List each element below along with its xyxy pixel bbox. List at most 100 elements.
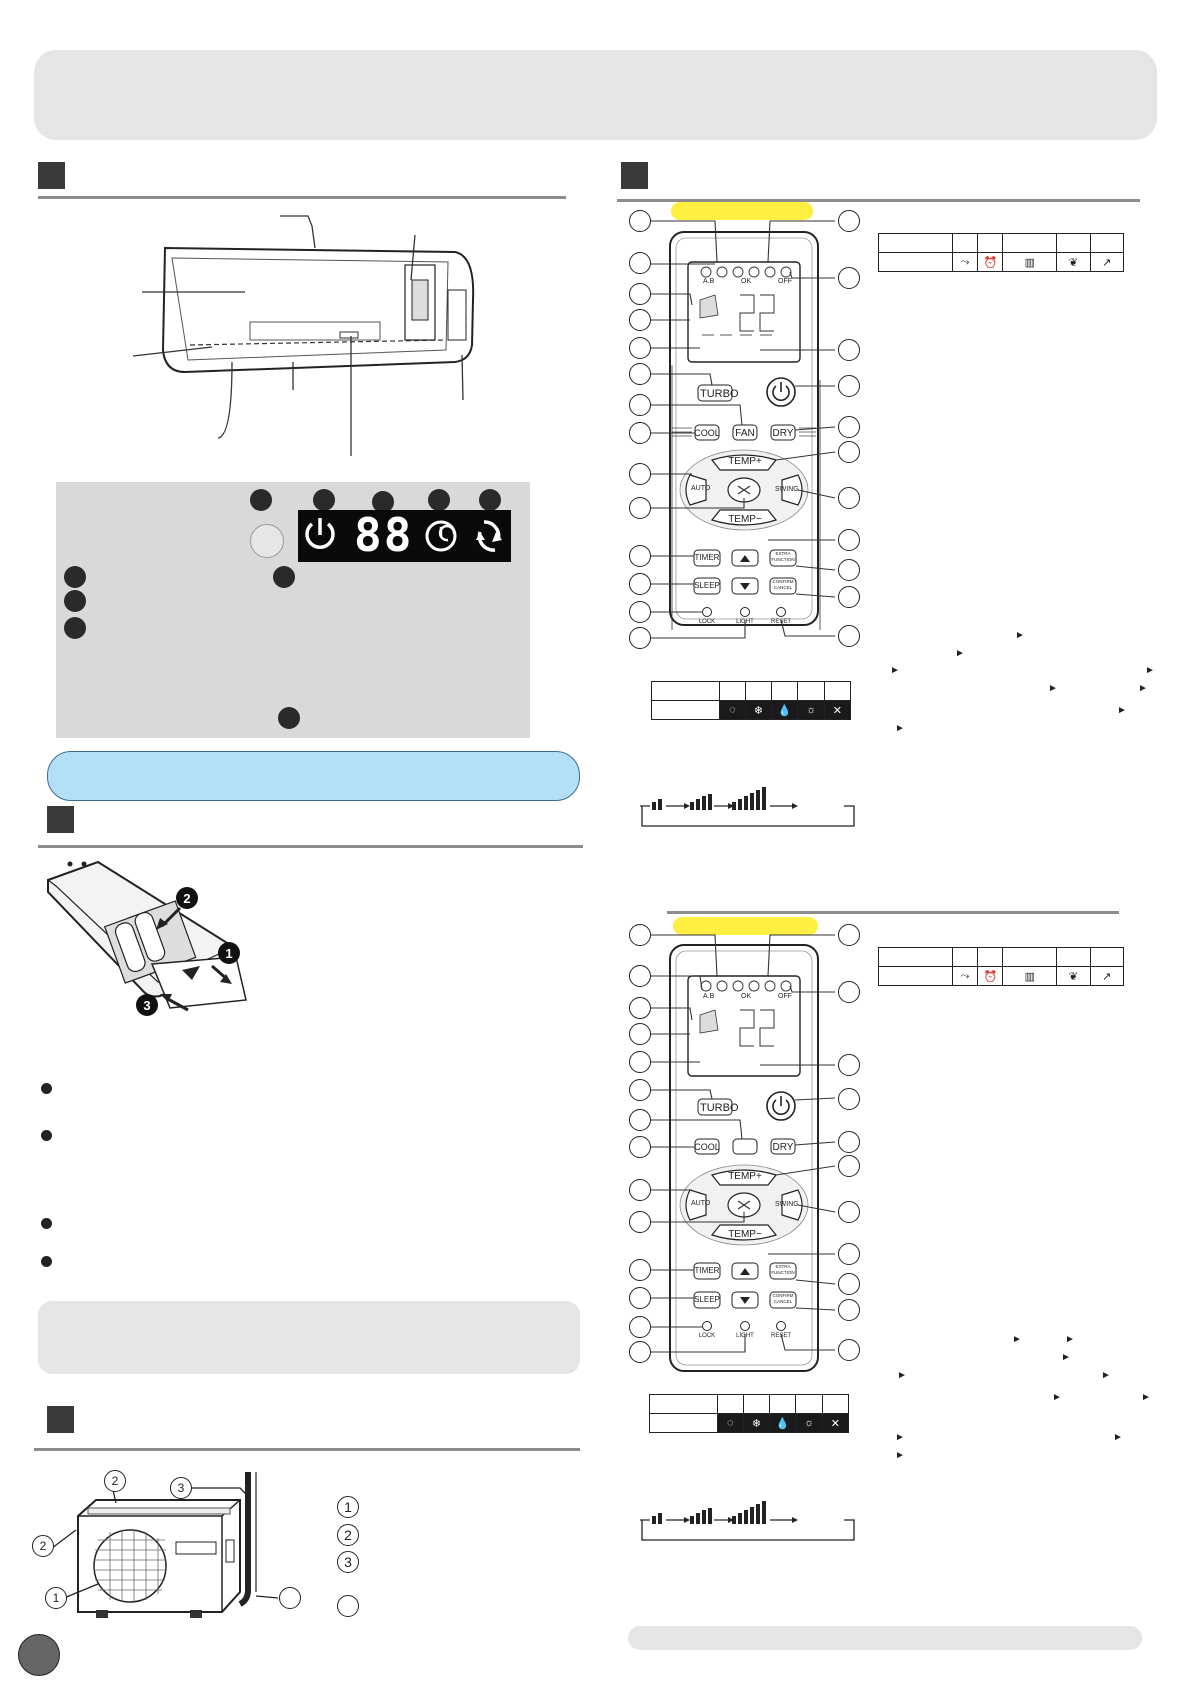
lcd-label: OFF	[778, 278, 792, 285]
arrow-icon: ►	[1113, 1432, 1123, 1443]
sleep-button[interactable]: SLEEP	[694, 1295, 720, 1304]
clock-icon: ⏰	[977, 966, 1004, 986]
callout-circle	[629, 1179, 651, 1201]
cool-button[interactable]: COOL	[694, 1142, 720, 1152]
timer-button[interactable]: TIMER	[694, 553, 720, 562]
swing-button[interactable]: SWING	[775, 486, 799, 493]
swing-icon: ↗	[1089, 252, 1125, 272]
reset-button[interactable]: RESET	[770, 1333, 791, 1339]
legend-marker-dot	[64, 566, 86, 588]
temp-plus-button[interactable]: TEMP+	[728, 456, 762, 467]
blank-button[interactable]	[733, 1139, 757, 1154]
heat-mode-icon: ☼	[795, 1413, 823, 1433]
function-icon-table: ⤳ ⏰ ▥ ❦ ↗	[878, 947, 1125, 986]
heat-mode-icon: ☼	[797, 700, 825, 720]
light-button[interactable]: LIGHT	[736, 1333, 754, 1339]
heater-icon: ▥	[1002, 252, 1058, 272]
callout-circle	[629, 210, 651, 232]
reset-button[interactable]: RESET	[770, 619, 791, 625]
arrow-icon: ►	[1138, 683, 1148, 694]
temp-plus-label: TEMP	[728, 456, 756, 467]
section-marker-outdoor	[47, 1406, 74, 1433]
cycle-icon	[476, 520, 502, 552]
arrow-icon: ►	[895, 1432, 905, 1443]
callout-circle	[629, 394, 651, 416]
arrow-icon: ►	[1117, 705, 1127, 716]
auto-button[interactable]: AUTO	[691, 485, 711, 492]
swing-button[interactable]: SWING	[775, 1201, 799, 1208]
callout-circle	[838, 981, 860, 1003]
turbo-button[interactable]: TURBO	[700, 388, 739, 400]
callout-circle	[629, 337, 651, 359]
section-marker-batteries	[47, 806, 74, 833]
note-bar	[47, 751, 580, 801]
callout-circle	[838, 1088, 860, 1110]
callout-circle	[629, 965, 651, 987]
timer-button[interactable]: TIMER	[694, 1266, 720, 1275]
temp-minus-button[interactable]: TEMP−	[728, 514, 762, 525]
callout-circle	[629, 1051, 651, 1073]
section-marker-remote	[621, 162, 648, 189]
arrow-icon: ►	[890, 665, 900, 676]
arrow-icon: ►	[1065, 1334, 1075, 1345]
lock-button[interactable]: LOCK	[698, 619, 716, 625]
turbo-icon: ⤳	[951, 966, 979, 986]
dry-button[interactable]: DRY	[772, 428, 794, 439]
legend-marker-dot	[64, 590, 86, 612]
fan-mode-icon: ✕	[823, 700, 852, 720]
svg-text:3: 3	[143, 998, 150, 1013]
header-banner	[34, 50, 1157, 140]
callout-circle	[838, 529, 860, 551]
callout-circle	[629, 1287, 651, 1309]
callout-circle	[629, 1316, 651, 1338]
note-box	[38, 1301, 580, 1374]
lcd-label: OK	[741, 278, 752, 285]
temp-minus-label: TEMP	[728, 1229, 756, 1240]
divider-rule	[667, 911, 1119, 914]
arrow-icon: ►	[1015, 630, 1025, 641]
bullet	[41, 1256, 52, 1267]
confirm-cancel-button[interactable]: CONFIRM CANCEL	[772, 1293, 794, 1304]
callout-circle	[629, 363, 651, 385]
cool-button[interactable]: COOL	[694, 428, 720, 438]
section-marker-indoor	[38, 162, 65, 189]
power-icon	[305, 518, 335, 549]
timer-icon	[425, 520, 457, 552]
arrow-icon: ►	[1052, 1392, 1062, 1403]
page-number-badge	[18, 1634, 60, 1676]
arrow-icon: ►	[1048, 683, 1058, 694]
legend-marker-dot	[273, 566, 295, 588]
cool-mode-icon: ❄	[742, 1413, 771, 1433]
arrow-icon: ►	[1101, 1370, 1111, 1381]
auto-button[interactable]: AUTO	[691, 1200, 711, 1207]
swing-icon: ↗	[1089, 966, 1125, 986]
section-rule-indoor	[38, 196, 566, 199]
callout-circle	[838, 1054, 860, 1076]
temp-minus-button[interactable]: TEMP−	[728, 1229, 762, 1240]
callout-circle	[838, 267, 860, 289]
dry-mode-icon: 💧	[771, 700, 799, 720]
sleep-button[interactable]: SLEEP	[694, 581, 720, 590]
extra-function-button[interactable]: EXTRA FUNCTION	[771, 1264, 795, 1275]
lock-button[interactable]: LOCK	[698, 1333, 716, 1339]
callout-circle	[629, 997, 651, 1019]
lcd-label: OK	[741, 993, 752, 1000]
auto-mode-icon: ◌	[716, 1413, 744, 1433]
callout-circle	[629, 1259, 651, 1281]
fan-button[interactable]: FAN	[735, 428, 755, 439]
light-button[interactable]: LIGHT	[736, 619, 754, 625]
temp-plus-button[interactable]: TEMP+	[728, 1171, 762, 1182]
confirm-cancel-button[interactable]: CONFIRM CANCEL	[772, 579, 794, 590]
callout-circle	[838, 339, 860, 361]
outdoor-marker: 2	[32, 1535, 54, 1557]
arrow-icon: ►	[897, 1370, 907, 1381]
turbo-button[interactable]: TURBO	[700, 1102, 739, 1114]
callout-circle	[838, 416, 860, 438]
extra-function-button[interactable]: EXTRA FUNCTION	[771, 551, 795, 562]
callout-circle	[629, 601, 651, 623]
callout-circle	[838, 924, 860, 946]
bullet	[41, 1130, 52, 1141]
dry-button[interactable]: DRY	[772, 1142, 794, 1153]
callout-circle	[838, 210, 860, 232]
